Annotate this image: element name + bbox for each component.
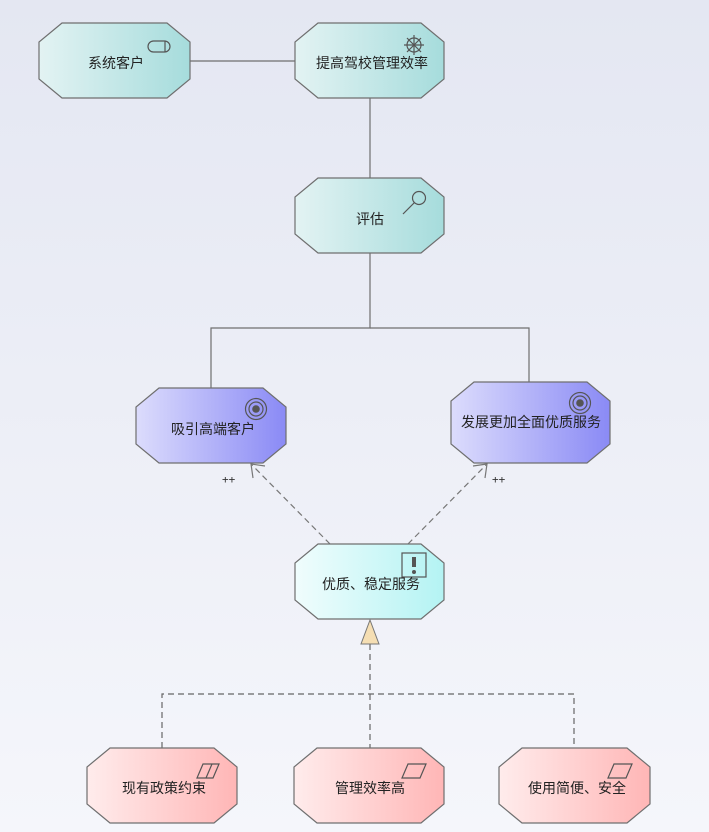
node-req-efficiency-label: 管理效率高 — [335, 780, 405, 797]
node-goal-attract[interactable]: 吸引高端客户 — [135, 387, 287, 464]
connector-assessment-goals[interactable] — [210, 253, 371, 388]
influence-principle-develop[interactable] — [407, 463, 488, 545]
requirement-icon — [607, 763, 633, 779]
node-goal-attract-label: 吸引高端客户 — [171, 421, 255, 438]
node-constraint[interactable]: 现有政策约束 — [86, 747, 238, 824]
requirement-icon — [401, 763, 427, 779]
node-goal-driver[interactable]: 提高驾校管理效率 — [294, 22, 445, 99]
realization-connectors — [161, 644, 575, 748]
arrowhead-left — [250, 463, 266, 479]
realization-arrowhead — [360, 618, 380, 645]
connector-assessment-develop[interactable] — [370, 327, 530, 382]
goal-target-icon — [568, 391, 592, 415]
node-constraint-label: 现有政策约束 — [122, 780, 206, 797]
goal-target-icon — [244, 397, 268, 421]
influence-principle-attract[interactable] — [250, 463, 331, 545]
node-req-efficiency[interactable]: 管理效率高 — [293, 747, 445, 824]
arrowhead-right — [472, 463, 488, 479]
node-assessment[interactable]: 评估 — [294, 177, 445, 254]
driver-wheel-icon — [404, 35, 424, 55]
node-goal-develop[interactable]: 发展更加全面优质服务 — [450, 381, 611, 464]
influence-arrowheads — [250, 463, 488, 479]
influence-connectors — [250, 463, 488, 545]
node-customer-label: 系统客户 — [88, 55, 144, 72]
influence-label-right: ++ — [492, 473, 506, 486]
node-assessment-label: 评估 — [356, 212, 384, 228]
node-goal-driver-label: 提高驾校管理效率 — [316, 55, 428, 72]
node-principle-label: 优质、稳定服务 — [322, 577, 420, 593]
influence-label-left: ++ — [222, 473, 236, 486]
node-req-usability-label: 使用简便、安全 — [528, 780, 626, 797]
actor-icon — [147, 40, 171, 53]
node-req-usability[interactable]: 使用简便、安全 — [498, 747, 651, 824]
node-customer[interactable]: 系统客户 — [38, 22, 191, 99]
node-principle[interactable]: 优质、稳定服务 — [294, 543, 445, 620]
principle-icon — [401, 552, 427, 578]
assessment-icon — [402, 190, 427, 215]
connectors — [190, 60, 530, 388]
node-goal-develop-label: 发展更加全面优质服务 — [461, 414, 601, 431]
requirement-icon — [196, 763, 220, 779]
realization-branch[interactable] — [161, 693, 575, 748]
